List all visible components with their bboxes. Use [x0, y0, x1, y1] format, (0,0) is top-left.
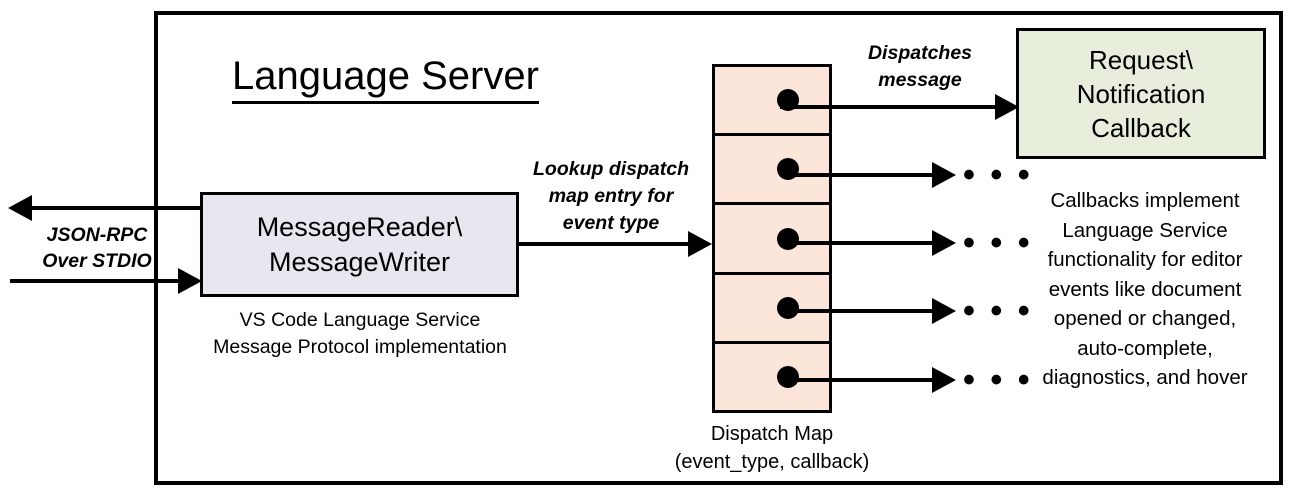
callback-caption-line5: opened or changed,: [1053, 307, 1237, 330]
dispatch-caption-line2: (event_type, callback): [674, 451, 870, 473]
json-rpc-label-line2: Over STDIO: [42, 250, 152, 272]
dispatch-row1-edge-arrowhead: [995, 94, 1019, 120]
dispatch-row4-edge-arrowhead: [932, 298, 956, 324]
dispatch-row2-edge-arrowhead: [932, 162, 956, 188]
dispatch-entry-dot-icon: [777, 296, 799, 319]
diagram-title: Language Server: [232, 52, 539, 104]
dispatch-row2-ellipsis: • • •: [963, 156, 1033, 194]
json-rpc-label-line1: JSON-RPC: [46, 224, 148, 246]
dispatch-entry-dot-icon: [777, 365, 799, 388]
callback-box-line1: Request\: [1088, 44, 1194, 75]
lookup-label-line1: Lookup dispatch: [533, 158, 689, 180]
dispatch-map-caption: Dispatch Map (event_type, callback): [646, 420, 898, 476]
message-caption-line2: Message Protocol implementation: [213, 336, 507, 358]
callback-box-line3: Callback: [1091, 112, 1191, 143]
message-reader-writer-caption: VS Code Language Service Message Protoco…: [186, 307, 534, 361]
dispatch-message-label: Dispatches message: [838, 40, 1002, 94]
language-server-boundary: [154, 11, 1283, 485]
callback-caption-line3: functionality for editor: [1047, 248, 1243, 271]
lookup-edge-line: [519, 242, 691, 246]
message-writer-label: MessageWriter: [268, 246, 451, 277]
lookup-edge-arrowhead: [688, 231, 712, 257]
dispatch-msg-line2: message: [878, 69, 962, 91]
callback-caption-line1: Callbacks implement: [1050, 189, 1240, 212]
dispatch-map-table[interactable]: [712, 64, 832, 413]
callback-description: Callbacks implement Language Service fun…: [1008, 186, 1282, 393]
callback-caption-line6: auto-complete,: [1077, 336, 1213, 360]
inbound-channel-line: [10, 279, 182, 283]
dispatch-map-row[interactable]: [715, 136, 829, 206]
dispatch-row2-edge-line: [780, 173, 936, 177]
dispatch-row3-edge-arrowhead: [932, 230, 956, 256]
inbound-channel-arrowhead: [178, 268, 202, 294]
request-notification-callback-box[interactable]: Request\ Notification Callback: [1016, 28, 1266, 159]
dispatch-row1-edge-line: [780, 105, 1000, 109]
dispatch-map-row[interactable]: [715, 275, 829, 344]
dispatch-map-row[interactable]: [715, 67, 829, 137]
outbound-channel-arrowhead: [8, 195, 32, 221]
dispatch-map-row[interactable]: [715, 344, 829, 410]
dispatch-msg-line1: Dispatches: [867, 42, 973, 64]
dispatch-caption-line1: Dispatch Map: [710, 423, 834, 445]
callback-caption-line2: Language Service: [1062, 218, 1228, 242]
message-reader-writer-box[interactable]: MessageReader\ MessageWriter: [200, 192, 519, 297]
callback-box-line2: Notification: [1076, 78, 1206, 109]
dispatch-entry-dot-icon: [777, 227, 799, 250]
callback-caption-line7: diagnostics, and hover: [1042, 366, 1248, 389]
dispatch-row3-edge-line: [780, 241, 936, 245]
dispatch-row5-edge-arrowhead: [932, 367, 956, 393]
dispatch-row4-edge-line: [780, 309, 936, 313]
lookup-label-line2: map entry for: [548, 185, 674, 207]
dispatch-map-row[interactable]: [715, 205, 829, 275]
lookup-label-line3: event type: [562, 212, 660, 234]
message-caption-line1: VS Code Language Service: [239, 309, 481, 331]
json-rpc-channel-label: JSON-RPC Over STDIO: [28, 222, 166, 274]
lookup-edge-label: Lookup dispatch map entry for event type: [521, 156, 701, 237]
callback-caption-line4: events like document: [1048, 277, 1242, 301]
outbound-channel-line: [30, 206, 202, 210]
message-reader-label: MessageReader\: [256, 211, 463, 242]
dispatch-row5-edge-line: [780, 378, 936, 382]
